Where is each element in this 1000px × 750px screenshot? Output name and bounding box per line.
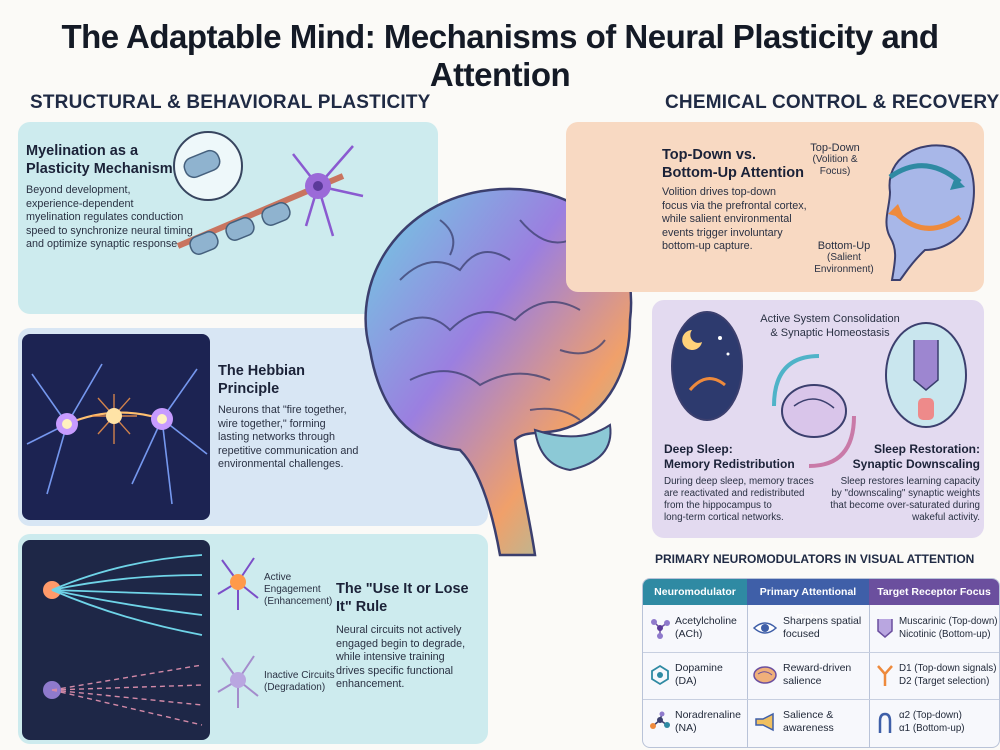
consolidation-cycle-icon <box>772 354 856 468</box>
page-title: The Adaptable Mind: Mechanisms of Neural… <box>61 18 939 93</box>
neuromodulator-table: Neuromodulator Primary Attentional Role … <box>642 578 1000 748</box>
receptor-icon <box>877 665 893 686</box>
active-neuron-icon <box>217 557 259 610</box>
molecule-icon <box>650 711 670 729</box>
central-brain-illustration <box>364 187 633 557</box>
deep-sleep-title: Deep Sleep:Memory Redistribution <box>664 442 795 471</box>
receptor-icon <box>877 619 893 638</box>
section-left-heading: STRUCTURAL & BEHAVIORAL PLASTICITY <box>30 92 431 113</box>
table-header-target: Target Receptor Focus <box>869 579 999 605</box>
bottom-up-label: Bottom-Up(Salient Environment) <box>814 240 874 275</box>
circuit-enhancement-illustration <box>22 540 210 740</box>
attention-title: Top-Down vs.Bottom-Up Attention <box>662 147 805 181</box>
inactive-circuits-label: Inactive Circuits(Degradation) <box>264 670 335 693</box>
neuromodulator-table-title: PRIMARY NEUROMODULATORS IN VISUAL ATTENT… <box>655 552 975 566</box>
molecule-icon <box>651 664 669 686</box>
synapse-icon <box>885 322 967 428</box>
table-header-neuromodulator: Neuromodulator <box>643 579 747 605</box>
molecule-icon <box>651 619 670 639</box>
reward-brain-icon <box>753 666 777 684</box>
megaphone-icon <box>755 712 774 732</box>
hebbian-text: Neurons that "fire together,wire togethe… <box>218 404 359 470</box>
table-row: Noradrenaline(NA) Salience &awareness α2… <box>643 699 999 747</box>
inactive-neuron-icon <box>217 655 259 708</box>
myelinated-axon-illustration <box>173 131 364 255</box>
eye-icon <box>753 622 777 634</box>
night-sleep-icon <box>671 311 743 421</box>
sleep-header: Active System Consolidation& Synaptic Ho… <box>760 313 900 339</box>
top-down-label: Top-Down(Volition &Focus) <box>810 142 860 177</box>
attention-brain-illustration <box>885 144 975 281</box>
hebbian-neurons-illustration <box>22 334 210 520</box>
receptor-icon <box>878 712 892 733</box>
section-right-heading: CHEMICAL CONTROL & RECOVERY <box>665 92 1000 113</box>
table-header-role: Primary Attentional Role <box>747 579 869 624</box>
sleep-restoration-title: Sleep Restoration:Synaptic Downscaling <box>852 442 980 471</box>
